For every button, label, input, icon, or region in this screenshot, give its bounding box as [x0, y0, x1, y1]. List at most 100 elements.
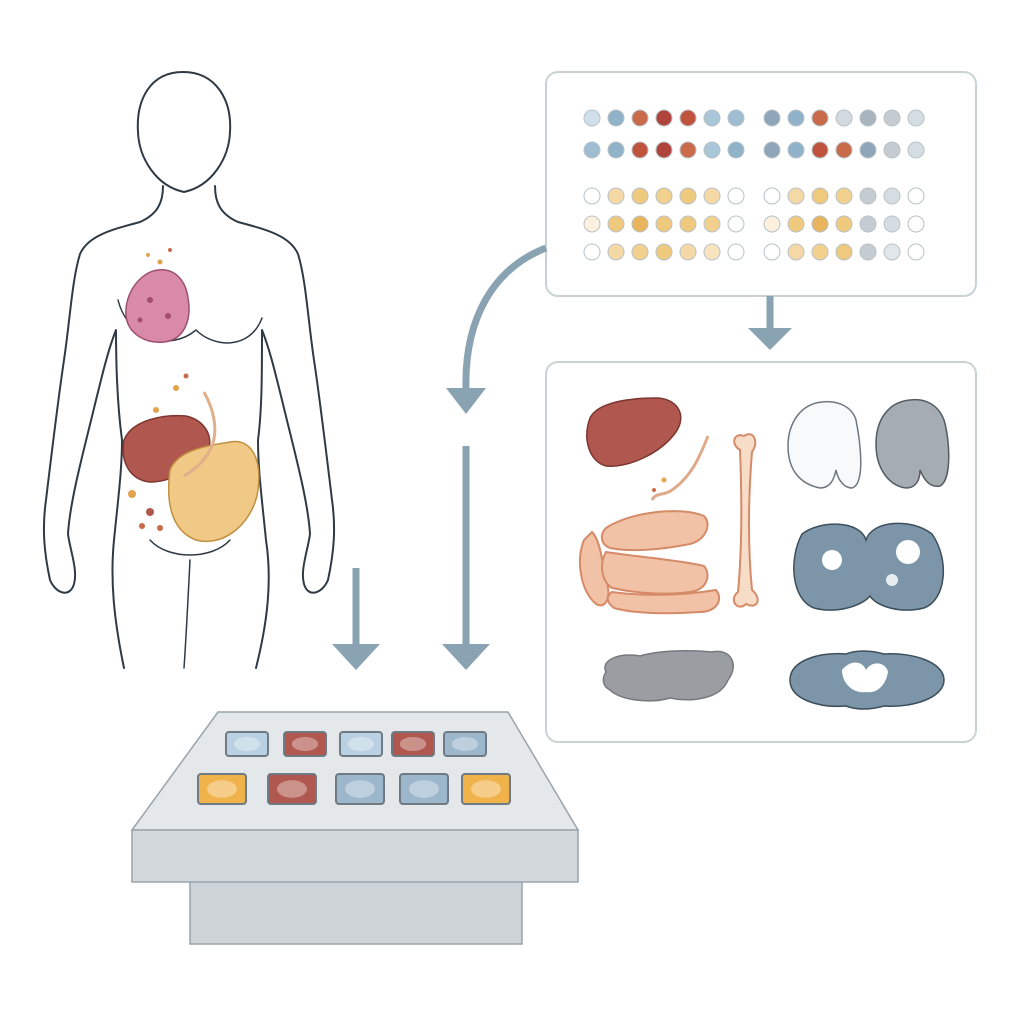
body-organs: [122, 248, 260, 543]
matrix-dot: [703, 243, 721, 261]
dot-grid-right-top: [763, 109, 925, 159]
matrix-dot: [631, 187, 649, 205]
matrix-dot: [703, 141, 721, 159]
body-outline: [42, 185, 336, 669]
organ-speckle: [153, 407, 159, 413]
matrix-dot: [763, 141, 781, 159]
matrix-dot: [583, 187, 601, 205]
tissue-tile: [335, 773, 385, 805]
arrowhead-icon: [332, 644, 380, 670]
matrix-dot: [655, 109, 673, 127]
matrix-dot: [907, 243, 925, 261]
tissue-tile: [197, 773, 247, 805]
matrix-dot: [811, 243, 829, 261]
matrix-dot: [631, 141, 649, 159]
scan-highlight: [886, 574, 898, 586]
organ-speckle: [147, 297, 153, 303]
panel-intestine: [579, 510, 721, 615]
matrix-dot: [583, 141, 601, 159]
dot-grid-right-bottom: [763, 187, 925, 261]
matrix-dot: [787, 243, 805, 261]
matrix-dot: [631, 215, 649, 233]
tissue-tile-sample: [471, 780, 501, 798]
organ-speckle: [137, 317, 143, 323]
tissue-tile-sample: [291, 736, 319, 752]
organ-speckle: [165, 313, 171, 319]
matrix-dot: [907, 109, 925, 127]
scan-highlight: [822, 550, 842, 570]
intestine-segment: [606, 588, 721, 615]
platform-front: [131, 829, 579, 883]
tissue-tile: [225, 731, 269, 757]
tissue-tile: [391, 731, 435, 757]
matrix-dot: [811, 187, 829, 205]
panel-gray-organ: [602, 650, 734, 702]
matrix-dot: [787, 141, 805, 159]
matrix-dot: [607, 187, 625, 205]
matrix-dot: [583, 243, 601, 261]
scan-highlight: [842, 662, 888, 693]
matrix-dot: [835, 215, 853, 233]
matrix-dot: [679, 215, 697, 233]
matrix-dot: [907, 141, 925, 159]
matrix-dot: [883, 187, 901, 205]
matrix-dot: [607, 215, 625, 233]
matrix-dot: [763, 109, 781, 127]
tissue-tile-sample: [347, 736, 375, 752]
matrix-dot: [859, 109, 877, 127]
tissue-tile-sample: [399, 736, 427, 752]
matrix-dot: [655, 141, 673, 159]
organ-speckle: [652, 488, 656, 492]
body-head: [136, 71, 232, 193]
tissue-tile: [461, 773, 511, 805]
matrix-dot: [883, 141, 901, 159]
matrix-dot: [679, 187, 697, 205]
organ-speckle: [157, 525, 163, 531]
organ-speckle: [173, 385, 179, 391]
panel-brain-outline: [787, 400, 862, 489]
matrix-dot: [763, 215, 781, 233]
matrix-dot: [679, 243, 697, 261]
platform-top: [130, 711, 580, 831]
matrix-dot: [607, 141, 625, 159]
matrix-dot: [655, 243, 673, 261]
tissue-tile: [443, 731, 487, 757]
matrix-dot: [859, 187, 877, 205]
matrix-dot: [883, 215, 901, 233]
intestine-segment: [600, 510, 709, 552]
matrix-dot: [859, 141, 877, 159]
human-body-figure: [42, 71, 336, 669]
tissue-tile: [399, 773, 449, 805]
tissue-tile-grid: [197, 731, 511, 805]
matrix-dot: [811, 109, 829, 127]
matrix-dot: [859, 215, 877, 233]
tissue-tile-sample: [277, 780, 307, 798]
matrix-dot: [787, 187, 805, 205]
dot-grid-left-bottom: [583, 187, 745, 261]
arrowhead-icon: [446, 388, 486, 414]
organ-speckle: [661, 477, 667, 483]
matrix-dot: [655, 215, 673, 233]
matrix-dot: [859, 243, 877, 261]
tissue-tile-sample: [233, 736, 261, 752]
matrix-dot: [703, 187, 721, 205]
platform-base: [189, 879, 523, 945]
matrix-dot: [787, 109, 805, 127]
panel-brain-shaded: [875, 398, 950, 489]
body-leg-line: [183, 559, 191, 669]
dot-grid-left-top: [583, 109, 745, 159]
tissue-tile: [283, 731, 327, 757]
intestine-segment: [601, 550, 709, 595]
dot-matrix-panel-frame: [545, 71, 977, 297]
matrix-dot: [607, 243, 625, 261]
organ-speckle: [168, 248, 172, 252]
dot-matrix-panel: [545, 71, 977, 297]
tissue-tile-sample: [451, 736, 479, 752]
matrix-dot: [787, 215, 805, 233]
tissue-tile-sample: [207, 780, 237, 798]
matrix-dot: [607, 109, 625, 127]
tissue-tile-sample: [345, 780, 375, 798]
matrix-dot: [835, 109, 853, 127]
duct-line: [183, 391, 217, 478]
